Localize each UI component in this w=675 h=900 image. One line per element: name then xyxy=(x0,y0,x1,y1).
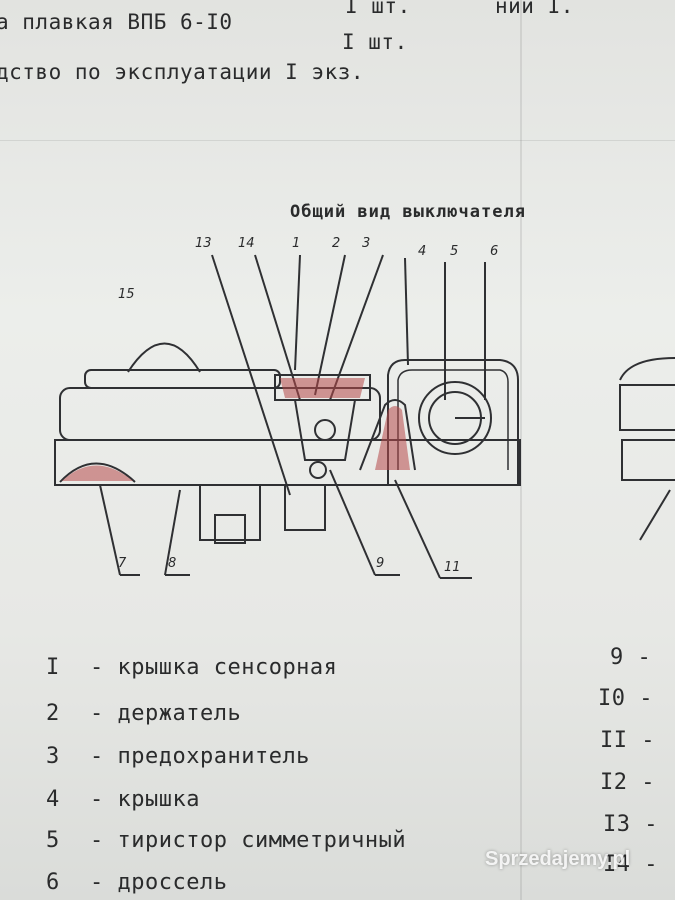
legend-label: крышка сенсорная xyxy=(117,655,338,680)
fuse-part xyxy=(314,419,336,441)
header-line-1: а плавкая ВПБ 6-I0 xyxy=(0,10,233,34)
header-line-2: дство по эксплуатации I экз. xyxy=(0,60,365,84)
legend-num: 3 xyxy=(46,744,60,769)
left-foot xyxy=(199,484,261,541)
callout-4: 4 xyxy=(418,244,427,259)
legend-label: предохранитель xyxy=(117,744,310,769)
legend-item-6: 6- дроссель xyxy=(46,870,228,895)
watermark-logo: Sprzedajemy.pl xyxy=(485,848,631,870)
callout-6: 6 xyxy=(490,244,499,259)
sensor-cover xyxy=(274,374,371,401)
legend-num: 5 xyxy=(46,828,60,853)
top-partial-left: I шт. xyxy=(345,0,411,18)
callout-1: 1 xyxy=(292,236,301,251)
legend-item-4: 4- крышка xyxy=(46,787,200,812)
callout-5: 5 xyxy=(450,244,459,259)
holder-body xyxy=(294,399,356,461)
legend-label: держатель xyxy=(117,701,242,726)
legend-num: 2 xyxy=(46,701,60,726)
legend-num: 6 xyxy=(46,870,60,895)
diagram-title: Общий вид выключателя xyxy=(290,202,526,222)
slanted-guide xyxy=(359,399,416,471)
legend-num: 4 xyxy=(46,787,60,812)
screw-block xyxy=(284,484,326,531)
legend-item-2: 2- держатель xyxy=(46,701,242,726)
legend-label: тиристор симметричный xyxy=(117,828,407,853)
left-cap xyxy=(59,462,136,483)
callout-7: 7 xyxy=(118,556,127,571)
legend-item-5: 5- тиристор симметричный xyxy=(46,828,407,853)
coil-outer xyxy=(418,381,492,455)
legend-right-10: I0 - xyxy=(598,686,653,711)
top-partial-right: ний I. xyxy=(495,0,574,18)
legend-item-3: 3- предохранитель xyxy=(46,744,310,769)
callout-14: 14 xyxy=(238,236,255,251)
callout-11: 11 xyxy=(444,560,461,575)
legend-right-13: I3 - xyxy=(603,812,658,837)
callout-3: 3 xyxy=(362,236,371,251)
legend-right-11: II - xyxy=(600,728,655,753)
right-housing xyxy=(387,359,519,485)
paper-fold-horizontal xyxy=(0,140,675,141)
legend-item-1: I- крышка сенсорная xyxy=(46,655,338,680)
legend-num: I xyxy=(46,655,60,680)
legend-right-14: I4 - xyxy=(603,852,658,877)
callout-15: 15 xyxy=(118,287,135,302)
callout-9: 9 xyxy=(376,556,385,571)
legend-right-9: 9 - xyxy=(610,645,652,670)
legend-label: крышка xyxy=(117,787,200,812)
dome-part xyxy=(127,342,201,373)
legend-label: дроссель xyxy=(117,870,228,895)
callout-13: 13 xyxy=(195,236,212,251)
callout-8: 8 xyxy=(168,556,177,571)
header-line-1-qty: I шт. xyxy=(342,30,408,54)
callout-2: 2 xyxy=(332,236,341,251)
legend-right-12: I2 - xyxy=(600,770,655,795)
